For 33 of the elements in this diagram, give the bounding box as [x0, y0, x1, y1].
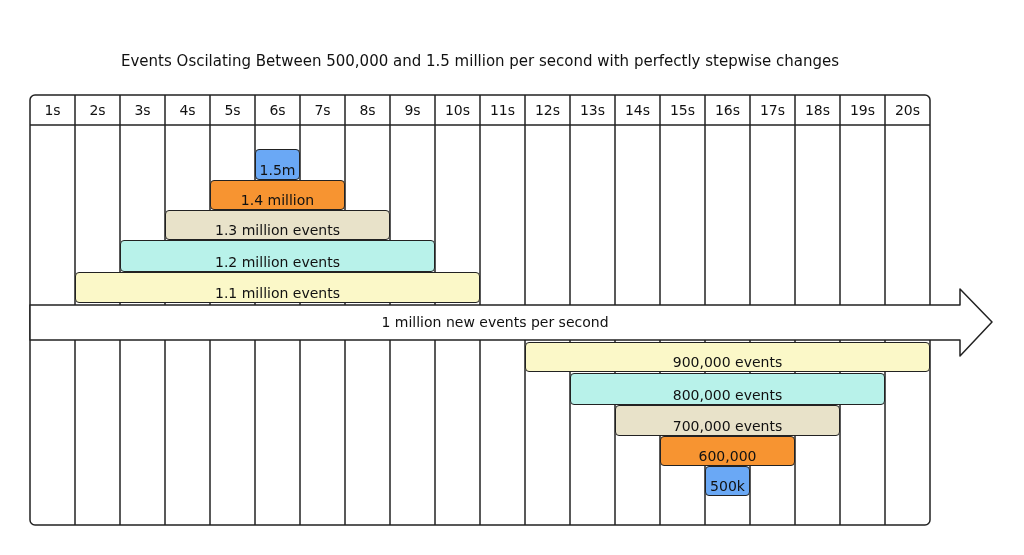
column-header: 17s	[758, 101, 787, 120]
event-rate-bar: 1.2 million events	[120, 240, 435, 272]
column-header: 16s	[713, 101, 742, 120]
event-rate-bar: 1.4 million	[210, 180, 345, 210]
column-header: 4s	[178, 101, 197, 120]
column-header: 15s	[668, 101, 697, 120]
column-header: 11s	[488, 101, 517, 120]
column-header: 12s	[533, 101, 562, 120]
arrow-shaped-band	[29, 288, 994, 358]
column-header: 8s	[358, 101, 377, 120]
band-label: 1 million new events per second	[380, 313, 610, 332]
column-header: 3s	[133, 101, 152, 120]
column-header: 1s	[43, 101, 62, 120]
column-header: 18s	[803, 101, 832, 120]
column-header: 20s	[893, 101, 922, 120]
event-rate-bar: 1.5m	[255, 149, 300, 180]
column-header: 6s	[268, 101, 287, 120]
column-header: 2s	[88, 101, 107, 120]
chart-title: Events Oscilating Between 500,000 and 1.5 million per second with perfectly stepwise changes	[120, 52, 840, 70]
column-header: 10s	[443, 101, 472, 120]
column-header: 14s	[623, 101, 652, 120]
column-header: 7s	[313, 101, 332, 120]
column-header: 5s	[223, 101, 242, 120]
event-rate-bar: 1.1 million events	[75, 272, 480, 303]
column-header: 13s	[578, 101, 607, 120]
column-header: 9s	[403, 101, 422, 120]
event-rate-bar: 600,000	[660, 436, 795, 466]
event-rate-bar: 500k	[705, 466, 750, 496]
event-rate-bar: 900,000 events	[525, 342, 930, 372]
column-header: 19s	[848, 101, 877, 120]
event-rate-bar: 800,000 events	[570, 373, 885, 405]
event-rate-bar: 1.3 million events	[165, 210, 390, 240]
event-rate-bar: 700,000 events	[615, 405, 840, 436]
